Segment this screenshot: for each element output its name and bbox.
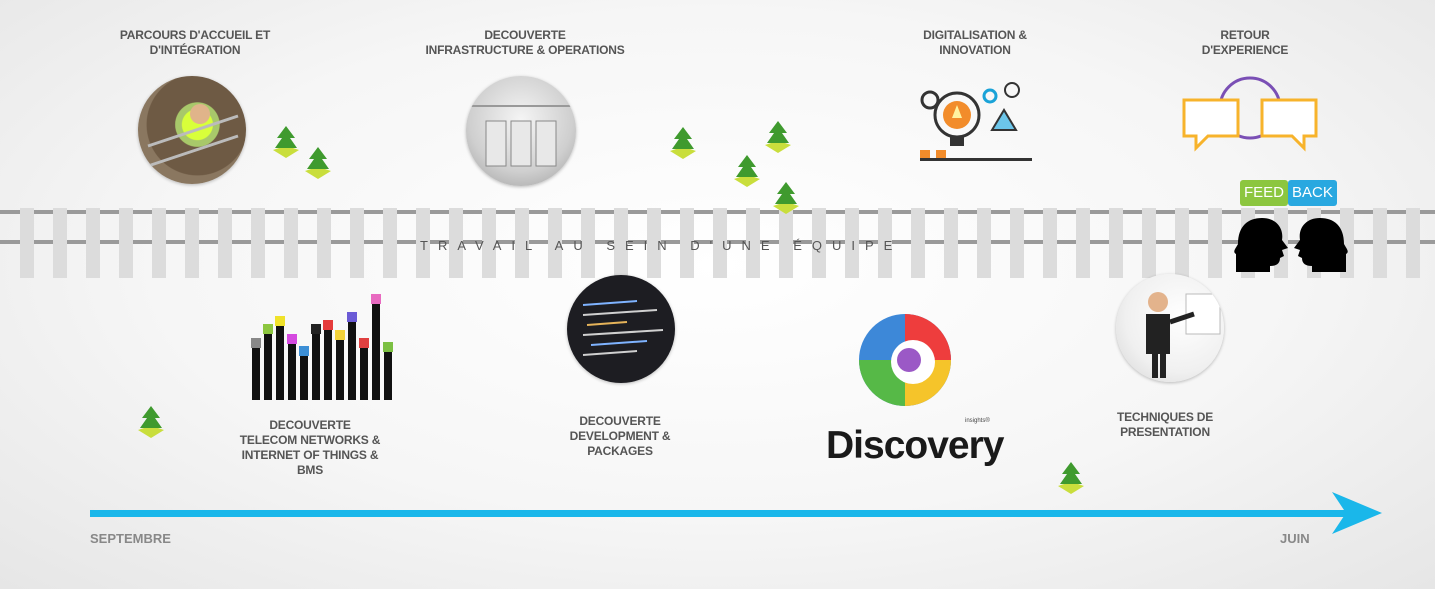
railway-tie bbox=[680, 208, 694, 278]
two-heads-icon bbox=[1234, 218, 1348, 272]
presenter-figure-icon bbox=[1146, 292, 1221, 378]
railway-tie bbox=[218, 208, 232, 278]
worker-photo bbox=[138, 76, 246, 184]
timeline-end-label: JUIN bbox=[1280, 531, 1310, 546]
rail-lines-icon bbox=[147, 104, 239, 168]
tree-icon bbox=[765, 121, 791, 153]
railway-tie bbox=[977, 208, 991, 278]
discovery-wordmark: Discovery bbox=[826, 424, 1004, 467]
railway-tie bbox=[53, 208, 67, 278]
railway-tie bbox=[812, 208, 826, 278]
tree-icon bbox=[670, 127, 696, 159]
railway-tie bbox=[878, 208, 892, 278]
presenter-photo bbox=[1116, 274, 1224, 382]
railway-tie bbox=[1373, 208, 1387, 278]
tree-icon bbox=[138, 406, 164, 438]
tree-icon bbox=[734, 155, 760, 187]
railway-tie bbox=[1076, 208, 1090, 278]
railway-tie bbox=[647, 208, 661, 278]
label-retour: RETOUR D'EXPERIENCE bbox=[1201, 28, 1289, 57]
innovation-lightbulb-icon bbox=[920, 82, 1032, 161]
datacenter-photo bbox=[466, 76, 576, 186]
railway-tie bbox=[20, 208, 34, 278]
railway-tie bbox=[383, 208, 397, 278]
discovery-logo-icon bbox=[859, 314, 951, 406]
label-parcours: PARCOURS D'ACCUEIL ET D'INTÉGRATION bbox=[119, 28, 271, 57]
chat-bubbles-icon bbox=[1182, 76, 1318, 152]
label-development: DECOUVERTE DEVELOPMENT & PACKAGES bbox=[569, 414, 671, 458]
railway-tie bbox=[548, 208, 562, 278]
label-infrastructure: DECOUVERTE INFRASTRUCTURE & OPERATIONS bbox=[425, 28, 625, 57]
railway-tie bbox=[119, 208, 133, 278]
tree-icon bbox=[273, 126, 299, 158]
railway-tie bbox=[1208, 208, 1222, 278]
tree-icon bbox=[1058, 462, 1084, 494]
network-cables-icon bbox=[251, 294, 393, 400]
track-label: TRAVAIL AU SEIN D'UNE ÉQUIPE bbox=[420, 238, 903, 253]
code-lines-icon bbox=[582, 300, 664, 356]
railway-tie bbox=[1109, 208, 1123, 278]
railway-tie bbox=[251, 208, 265, 278]
feed-box: FEED bbox=[1240, 180, 1289, 206]
railway-tie bbox=[350, 208, 364, 278]
label-digitalisation: DIGITALISATION & INNOVATION bbox=[923, 28, 1027, 57]
server-rack-icon bbox=[466, 105, 576, 167]
railway-tie bbox=[317, 208, 331, 278]
railway-tie bbox=[713, 208, 727, 278]
railway-tie bbox=[1142, 208, 1156, 278]
railway-tie bbox=[614, 208, 628, 278]
railway-tie bbox=[944, 208, 958, 278]
railway-tie bbox=[449, 208, 463, 278]
railway-tie bbox=[416, 208, 430, 278]
railway-tie bbox=[581, 208, 595, 278]
code-screen-photo bbox=[567, 275, 675, 383]
railway-tie bbox=[482, 208, 496, 278]
back-box: BACK bbox=[1288, 180, 1337, 206]
discovery-superscript: insights® bbox=[965, 418, 990, 424]
railway-tie bbox=[185, 208, 199, 278]
railway-tie bbox=[86, 208, 100, 278]
railway-tie bbox=[845, 208, 859, 278]
tree-icon bbox=[305, 147, 331, 179]
railway-tie bbox=[1043, 208, 1057, 278]
label-telecom: DECOUVERTE TELECOM NETWORKS & INTERNET O… bbox=[239, 418, 381, 477]
tree-icon bbox=[773, 182, 799, 214]
railway-tie bbox=[746, 208, 760, 278]
timeline-start-label: SEPTEMBRE bbox=[90, 531, 171, 546]
railway-tie bbox=[515, 208, 529, 278]
label-techniques: TECHNIQUES DE PRESENTATION bbox=[1116, 410, 1214, 439]
railway-tie bbox=[1406, 208, 1420, 278]
railway-tie bbox=[1175, 208, 1189, 278]
timeline-arrow bbox=[90, 492, 1382, 534]
railway-tie bbox=[1010, 208, 1024, 278]
railway-tie bbox=[911, 208, 925, 278]
railway-tie bbox=[152, 208, 166, 278]
railway-tie bbox=[284, 208, 298, 278]
railway-tie bbox=[779, 208, 793, 278]
